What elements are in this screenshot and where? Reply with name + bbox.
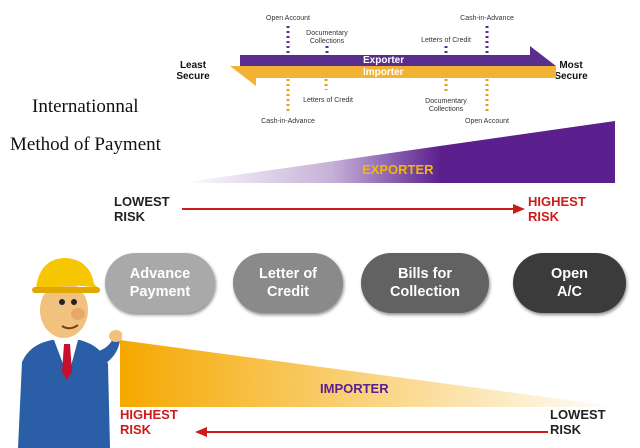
exporter-wedge <box>180 121 615 183</box>
method-advance-payment-label: Advance Payment <box>129 266 191 300</box>
exp-marker-documentary-collections: Documentary Collections <box>306 30 348 45</box>
method-open-account-label: Open A/C <box>550 266 589 300</box>
method-bills-for-collection-label: Bills for Collection <box>389 266 461 300</box>
worker-eye-right <box>71 299 77 305</box>
method-open-account: Open A/C <box>513 253 626 313</box>
method-advance-payment: Advance Payment <box>105 253 215 313</box>
exp-marker-cash-in-advance: Cash-in-Advance <box>460 15 514 22</box>
exporter-highest-risk: HIGHEST RISK <box>528 194 586 224</box>
exporter-band-label: EXPORTER <box>362 162 434 177</box>
method-letter-of-credit-label: Letter of Credit <box>259 266 317 300</box>
importer-wedge <box>120 340 620 407</box>
method-bills-for-collection: Bills for Collection <box>361 253 489 313</box>
title-line-2: Method of Payment <box>10 134 161 155</box>
exp-marker-letters-of-credit: Letters of Credit <box>421 37 471 44</box>
exporter-lowest-risk: LOWEST RISK <box>114 194 170 224</box>
least-secure-label: Least Secure <box>176 60 210 82</box>
arrow-importer-label: Importer <box>363 67 404 78</box>
importer-band-label: IMPORTER <box>320 381 389 396</box>
most-secure-label: Most Secure <box>554 60 588 82</box>
worker-head <box>40 282 88 338</box>
method-letter-of-credit: Letter of Credit <box>233 253 343 313</box>
importer-lowest-risk: LOWEST RISK <box>550 407 606 437</box>
worker-body <box>18 340 110 448</box>
security-arrows <box>230 26 556 112</box>
imp-marker-open-account: Open Account <box>465 118 509 125</box>
worker-hand <box>109 330 122 342</box>
arrow-exporter-label: Exporter <box>363 55 405 66</box>
worker-mouth <box>61 324 79 330</box>
importer-risk-arrow-head <box>195 427 207 437</box>
imp-marker-documentary-collections: Documentary Collections <box>425 98 467 113</box>
worker-arm <box>96 336 120 366</box>
worker-nose <box>71 308 85 320</box>
exp-marker-open-account: Open Account <box>266 15 310 22</box>
worker-tie <box>62 344 72 380</box>
worker-eye-left <box>59 299 65 305</box>
worker-illustration <box>18 258 122 448</box>
imp-marker-cash-in-advance: Cash-in-Advance <box>261 118 315 125</box>
importer-highest-risk: HIGHEST RISK <box>120 407 178 437</box>
imp-marker-letters-of-credit: Letters of Credit <box>303 97 353 104</box>
hard-hat-icon <box>34 258 98 292</box>
title-line-1: Internationnal <box>32 96 139 117</box>
exporter-arrow <box>240 46 556 66</box>
exporter-risk-arrow-head <box>513 204 525 214</box>
importer-arrow <box>230 66 556 86</box>
